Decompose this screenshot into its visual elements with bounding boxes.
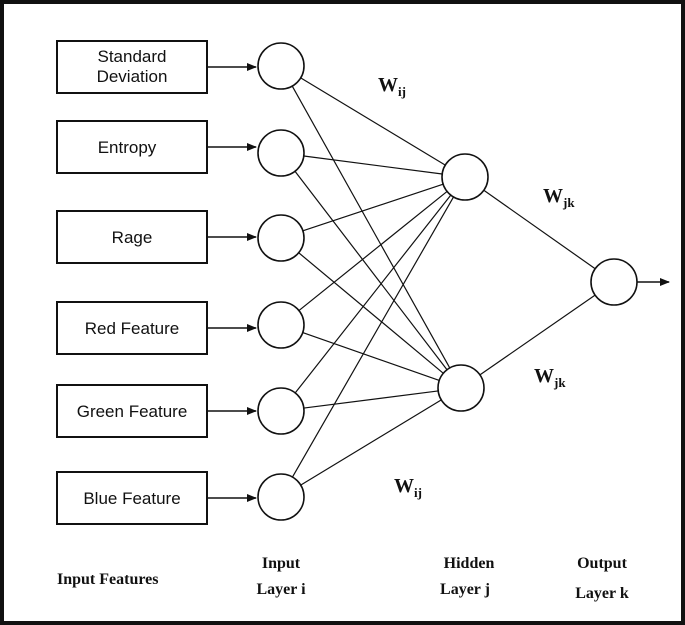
- edge-input4-hidden2: [302, 332, 440, 381]
- weight-label-wij-top: Wij: [378, 74, 406, 99]
- edge-hidden2-output: [479, 294, 596, 376]
- feature-box-blue-feature: Blue Feature: [56, 471, 208, 525]
- feature-box-red-feature: Red Feature: [56, 301, 208, 355]
- hidden-node-1: [441, 153, 489, 201]
- edge-input5-hidden1: [294, 194, 452, 394]
- edge-input4-hidden1: [298, 190, 448, 312]
- input-node-3: [257, 214, 305, 262]
- input-node-1: [257, 42, 305, 90]
- feature-box-green-feature: Green Feature: [56, 384, 208, 438]
- edge-input6-hidden2: [300, 399, 442, 486]
- feature-label: Rage: [112, 228, 153, 247]
- input-node-2: [257, 129, 305, 177]
- input-node-5: [257, 387, 305, 435]
- edge-input3-hidden2: [298, 252, 444, 374]
- edge-hidden1-output: [483, 189, 596, 270]
- feature-label-line: Deviation: [97, 67, 168, 86]
- feature-label-line: Standard: [98, 47, 167, 66]
- connection-edges: [291, 77, 596, 486]
- output-layer-caption-line1: Output: [577, 555, 627, 572]
- weight-label-wjk-top: Wjk: [543, 185, 575, 210]
- feature-box-entropy: Entropy: [56, 120, 208, 174]
- input-layer-caption-line1: Input: [262, 555, 301, 572]
- weight-label-wjk-bottom: Wjk: [534, 365, 566, 390]
- edge-input5-hidden2: [303, 390, 439, 409]
- hidden-layer-caption-line2: Layer j: [440, 581, 490, 598]
- feature-label: Green Feature: [77, 402, 188, 421]
- feature-arrows: [207, 63, 257, 502]
- input-features-caption: Input Features: [57, 571, 159, 588]
- feature-label: Red Feature: [85, 319, 180, 338]
- input-node-4: [257, 301, 305, 349]
- input-node-6: [257, 473, 305, 521]
- output-layer-caption-line2: Layer k: [575, 585, 629, 602]
- edge-input2-hidden2: [294, 170, 448, 371]
- edge-input2-hidden1: [303, 155, 443, 175]
- hidden-layer-caption-line1: Hidden: [444, 555, 495, 572]
- feature-box-standard-deviation: Standard Deviation: [56, 40, 208, 94]
- input-layer-caption-line2: Layer i: [256, 581, 306, 598]
- feature-label: Blue Feature: [83, 489, 180, 508]
- edge-input1-hidden1: [300, 77, 446, 166]
- output-node: [590, 258, 638, 306]
- edge-input3-hidden1: [302, 183, 444, 232]
- feature-label: Entropy: [98, 138, 157, 157]
- feature-box-rage: Rage: [56, 210, 208, 264]
- edge-input6-hidden1: [291, 196, 455, 478]
- edge-input1-hidden2: [291, 85, 451, 369]
- weight-label-wij-bottom: Wij: [394, 475, 422, 500]
- hidden-node-2: [437, 364, 485, 412]
